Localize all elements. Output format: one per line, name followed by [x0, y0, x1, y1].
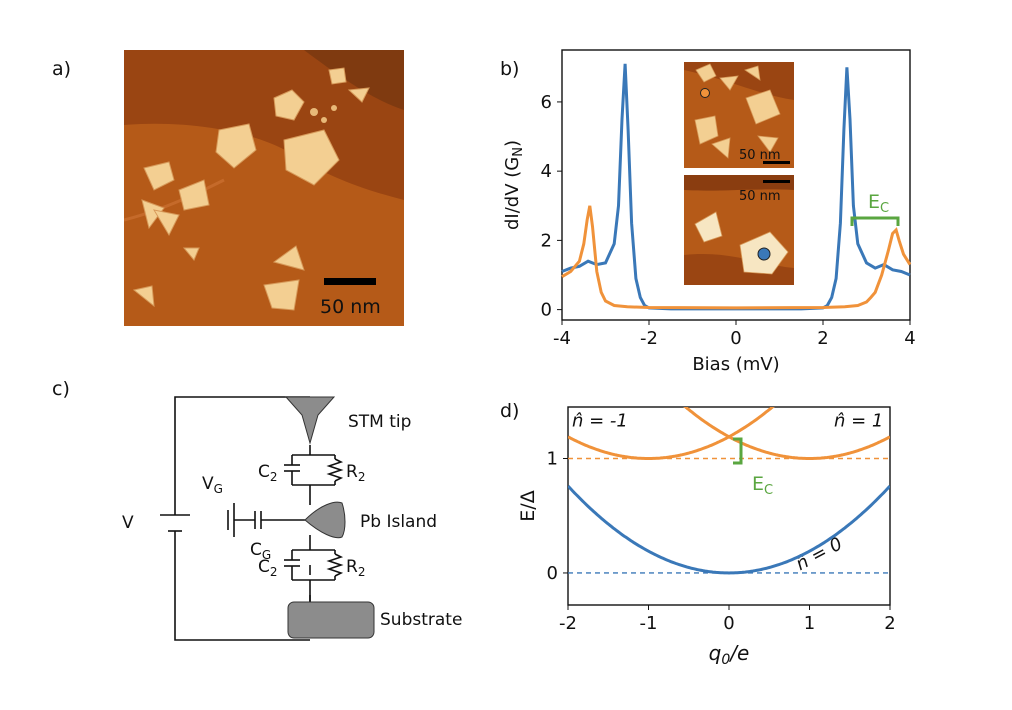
panel-label-c: c) [52, 378, 70, 400]
inset-bottom: 50 nm [684, 175, 794, 285]
stm-tip-shape [284, 396, 336, 445]
series-line-b-1 [561, 205, 912, 310]
vg-label: VG [202, 474, 223, 496]
r2-top-label: R2 [346, 462, 365, 484]
ec-label-d: EC [752, 473, 773, 498]
x-axis-label-b: Bias (mV) [692, 354, 779, 375]
x-tick-label-d: 1 [804, 613, 815, 634]
ec-label-b: EC [868, 191, 889, 216]
y-tick-label-d: 0 [547, 563, 558, 584]
x-tick-label-b: 0 [730, 328, 741, 349]
substrate-shape [287, 601, 375, 639]
curve-label-d-1: n̂ = 1 [834, 410, 883, 431]
x-tick-label-d: 0 [723, 613, 734, 634]
y-tick-label-b: 4 [541, 161, 552, 182]
stm-topography-image: 50 nm [124, 50, 404, 326]
battery-v-label: V [122, 513, 134, 533]
ec-bracket-d [733, 437, 743, 465]
x-tick-label-b: 4 [904, 328, 915, 349]
substrate-label: Substrate [380, 610, 462, 630]
inset-bottom-scale: 50 nm [739, 189, 781, 204]
y-axis-label-d: E/Δ [517, 490, 539, 521]
parabola-d-2 [683, 407, 890, 460]
x-axis-label-d: q0/e [709, 641, 750, 668]
y-tick-label-d: 1 [547, 449, 558, 470]
panel-label-d: d) [500, 400, 520, 422]
parabola-d-0 [568, 484, 890, 575]
pb-island-label: Pb Island [360, 512, 437, 532]
x-tick-label-d: -2 [559, 613, 577, 634]
c2-top-label: C2 [258, 462, 278, 484]
y-tick-label-b: 0 [541, 300, 552, 321]
c2-bottom-label: C2 [258, 557, 278, 579]
orange-marker [700, 88, 710, 98]
x-tick-label-b: 2 [817, 328, 828, 349]
blue-marker [757, 247, 771, 261]
y-axis-label-b: dI/dV (GN) [502, 140, 526, 230]
panel-label-b: b) [500, 58, 520, 80]
x-tick-label-b: -4 [553, 328, 571, 349]
y-tick-label-b: 2 [541, 230, 552, 251]
scale-bar [324, 278, 376, 285]
x-tick-label-b: -2 [640, 328, 658, 349]
circuit-diagram: STM tip Pb Island Substrate V VG CG C2 R… [122, 396, 462, 641]
x-tick-label-d: -1 [640, 613, 658, 634]
cg-label: CG [250, 540, 271, 562]
pb-island-shape [304, 501, 346, 539]
x-tick-label-d: 2 [884, 613, 895, 634]
curve-label-d-0: n̂ = -1 [572, 410, 628, 431]
inset-top-scale: 50 nm [739, 148, 781, 163]
ec-bracket-b [850, 216, 900, 226]
scale-bar-label: 50 nm [320, 296, 381, 318]
y-tick-label-b: 6 [541, 92, 552, 113]
r2-bottom-label: R2 [346, 557, 365, 579]
stm-tip-label: STM tip [348, 412, 411, 432]
panel-label-a: a) [52, 58, 72, 80]
inset-top: 50 nm [684, 62, 794, 168]
